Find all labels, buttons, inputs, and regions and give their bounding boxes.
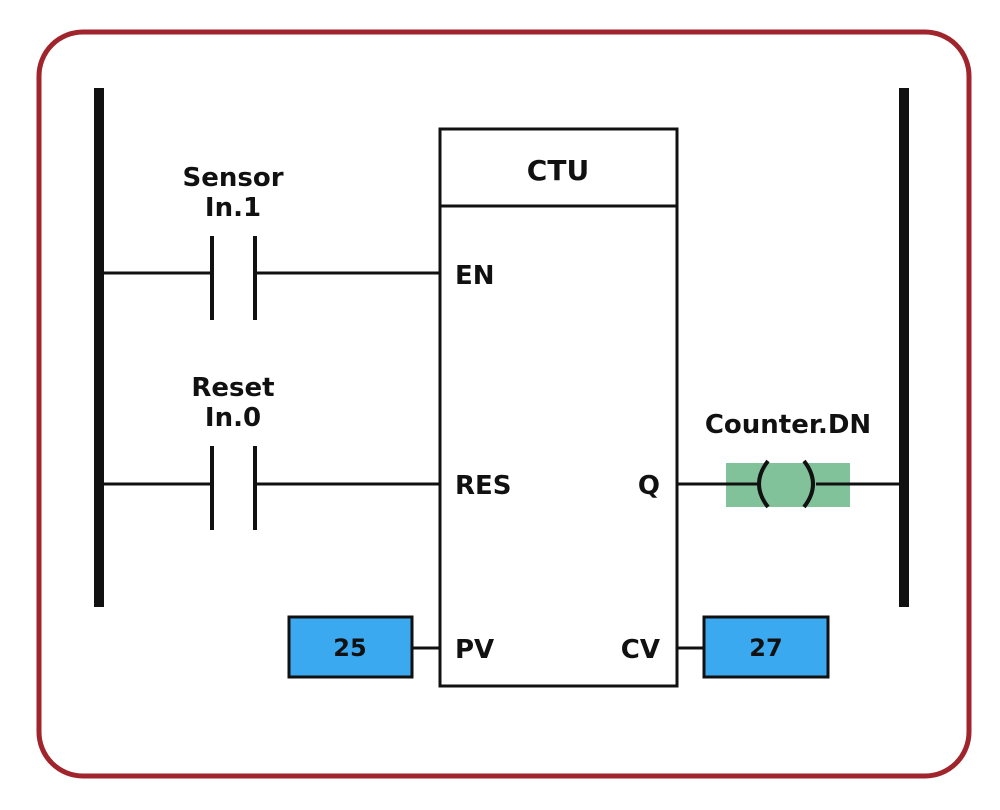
pin-cv-label: CV [621,635,660,665]
sensor-contact-address: In.1 [205,193,261,223]
cv-value-box [702,615,830,679]
ctu-block [438,127,679,688]
right-power-rail [899,88,909,607]
pin-en-label: EN [455,261,495,291]
left-power-rail [94,88,104,607]
pv-value: 25 [333,634,366,662]
ctu-block-title: CTU [527,154,589,187]
cv-value: 27 [749,634,782,662]
pin-q-label: Q [638,471,660,501]
pv-value-box [287,615,414,679]
reset-contact-name: Reset [191,373,274,403]
coil-name-label: Counter.DN [705,410,871,440]
sensor-contact-name: Sensor [182,163,283,193]
reset-contact-address: In.0 [205,403,261,433]
pin-res-label: RES [455,471,512,501]
coil-left-arc [757,459,770,509]
coil-right-arc [802,459,815,509]
pin-pv-label: PV [455,635,494,665]
